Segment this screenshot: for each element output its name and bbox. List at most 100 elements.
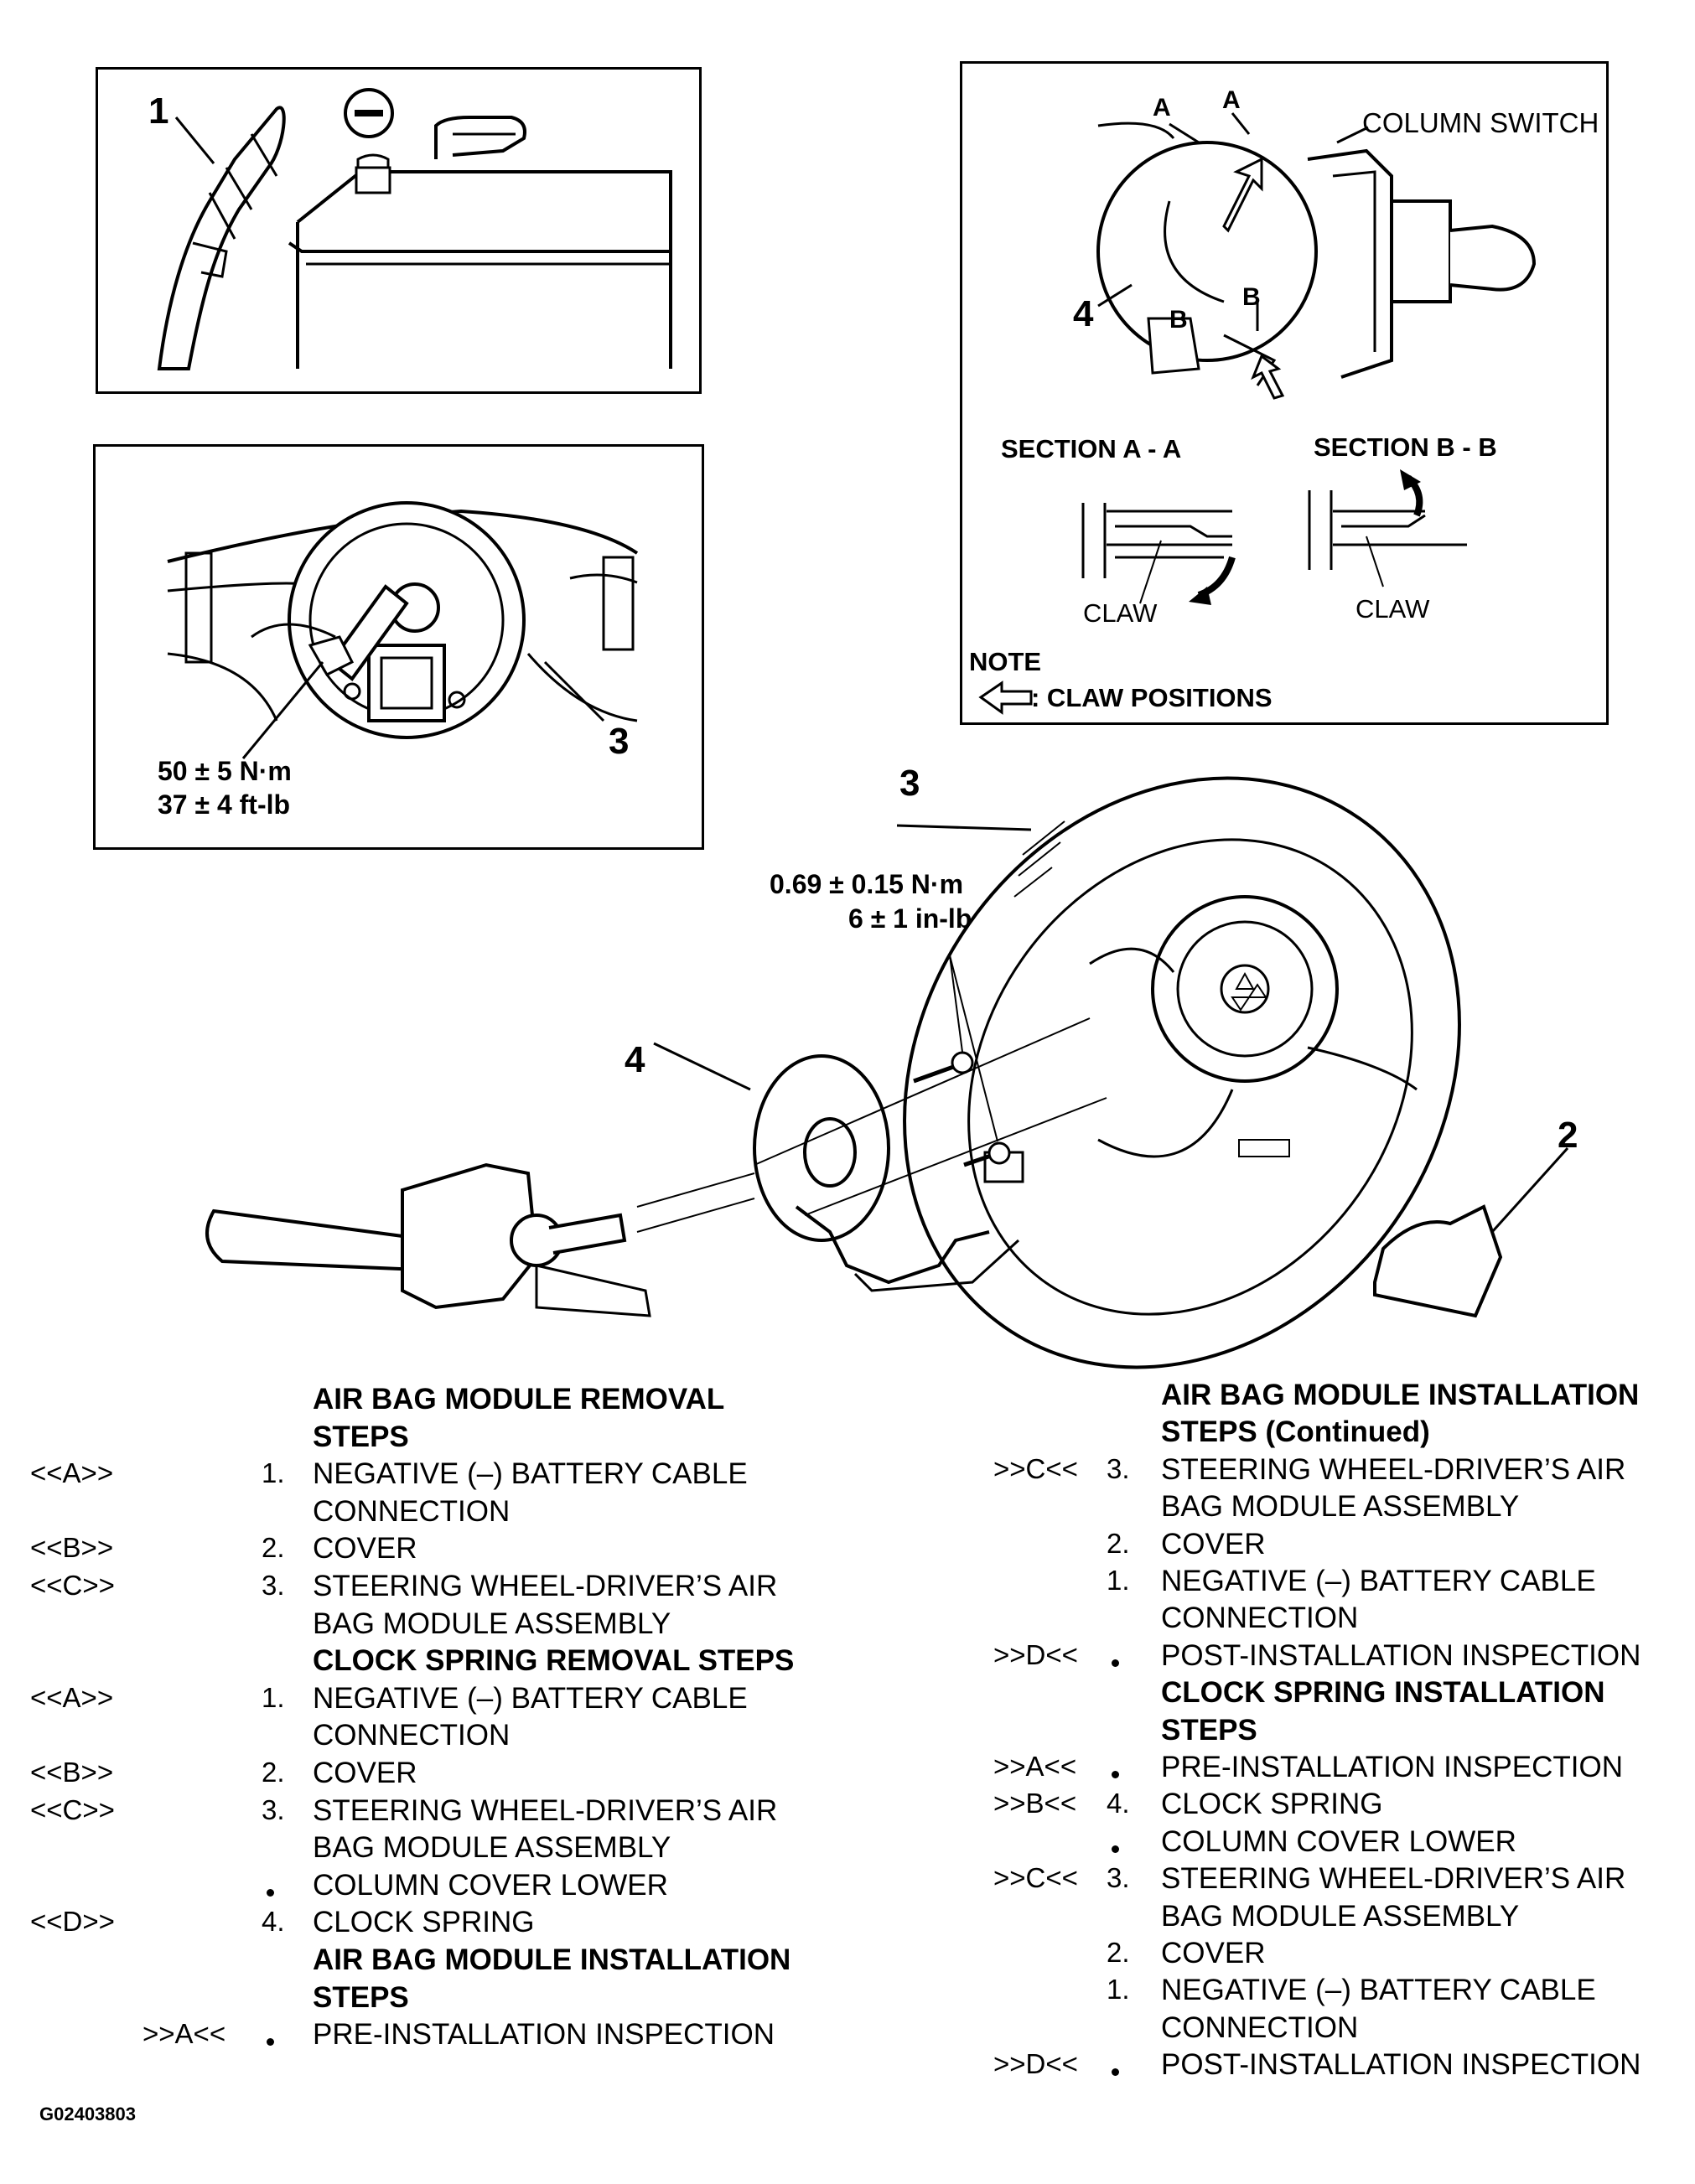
step-number: 4. xyxy=(1107,1788,1130,1819)
step-text: COLUMN COVER LOWER xyxy=(313,1868,668,1902)
step-text: STEERING WHEEL-DRIVER’S AIR xyxy=(1161,1452,1626,1486)
step-text: POST-INSTALLATION INSPECTION xyxy=(1161,1638,1641,1672)
step-text: STEERING WHEEL-DRIVER’S AIR xyxy=(1161,1862,1626,1896)
inset-battery xyxy=(96,67,702,394)
step-text: CONNECTION xyxy=(1161,1602,1359,1635)
step-number: 2. xyxy=(262,1532,285,1564)
step-text: STEERING WHEEL-DRIVER’S AIR xyxy=(313,1570,778,1602)
step-text: COLUMN COVER LOWER xyxy=(1161,1824,1516,1858)
step-text: NEGATIVE (–) BATTERY CABLE xyxy=(313,1457,748,1491)
step-text: CONNECTION xyxy=(313,1494,511,1528)
section-heading: CLOCK SPRING REMOVAL STEPS xyxy=(313,1644,795,1678)
claw-label-1: CLAW xyxy=(1083,598,1158,628)
screw-torque-nm: 0.69 ± 0.15 N·m xyxy=(770,869,964,899)
step-text: POST-INSTALLATION INSPECTION xyxy=(1161,2048,1641,2082)
step-number: 3. xyxy=(1107,1452,1130,1484)
bullet-icon xyxy=(267,2038,274,2047)
step-text: COVER xyxy=(1161,1937,1266,1969)
step-text: NEGATIVE (–) BATTERY CABLE xyxy=(1161,1974,1596,2007)
step-number: 2. xyxy=(1107,1527,1130,1559)
section-heading: STEPS (Continued) xyxy=(1161,1415,1430,1449)
step-text: CLOCK SPRING xyxy=(313,1906,535,1939)
step-text: BAG MODULE ASSEMBLY xyxy=(313,1831,671,1865)
callout-4-main: 4 xyxy=(625,1039,645,1080)
section-heading: AIR BAG MODULE INSTALLATION xyxy=(1161,1379,1640,1411)
step-reference: >>A<< xyxy=(143,2018,226,2050)
claw-positions-label: : CLAW POSITIONS xyxy=(1031,683,1273,712)
torque-nm-label: 50 ± 5 N·m xyxy=(158,756,292,786)
step-text: PRE-INSTALLATION INSPECTION xyxy=(313,2018,775,2052)
bullet-icon xyxy=(1112,1659,1119,1667)
step-text: NEGATIVE (–) BATTERY CABLE xyxy=(313,1681,748,1715)
step-text: BAG MODULE ASSEMBLY xyxy=(313,1607,671,1640)
section-heading: AIR BAG MODULE REMOVAL xyxy=(313,1383,725,1415)
screw-torque-inlb: 6 ± 1 in-lb xyxy=(848,903,972,934)
step-reference: >>A<< xyxy=(993,1751,1077,1782)
callout-3-main: 3 xyxy=(899,763,920,804)
section-bb-label: SECTION B - B xyxy=(1314,432,1497,462)
step-reference: >>D<< xyxy=(993,2048,1078,2080)
callout-2: 2 xyxy=(1558,1115,1578,1156)
step-text: STEERING WHEEL-DRIVER’S AIR xyxy=(313,1793,778,1827)
section-heading: CLOCK SPRING INSTALLATION xyxy=(1161,1676,1605,1710)
bullet-icon xyxy=(267,1888,274,1897)
step-number: 1. xyxy=(262,1681,285,1713)
section-heading: STEPS xyxy=(313,1420,409,1453)
inset-clock-spring xyxy=(960,61,1609,725)
step-number: 1. xyxy=(262,1457,285,1489)
torque-ftlb-label: 37 ± 4 ft-lb xyxy=(158,789,291,820)
step-number: 4. xyxy=(262,1906,285,1938)
step-text: BAG MODULE ASSEMBLY xyxy=(1161,1490,1520,1524)
section-aa-label: SECTION A - A xyxy=(1001,434,1182,463)
b-label-left: B xyxy=(1169,306,1188,334)
step-number: 3. xyxy=(262,1793,285,1825)
step-reference: <<D>> xyxy=(30,1906,115,1938)
step-number: 1. xyxy=(1107,1974,1130,2005)
section-heading: AIR BAG MODULE INSTALLATION xyxy=(313,1943,791,1976)
figure-id: G02403803 xyxy=(39,2104,136,2124)
step-text: CLOCK SPRING xyxy=(1161,1788,1383,1821)
section-heading: STEPS xyxy=(1161,1713,1257,1747)
step-reference: <<A>> xyxy=(30,1457,114,1489)
step-reference: <<C>> xyxy=(30,1570,115,1601)
callout-3-inset: 3 xyxy=(609,721,630,762)
step-text: COVER xyxy=(1161,1527,1266,1560)
claw-label-2: CLAW xyxy=(1355,594,1430,624)
step-number: 3. xyxy=(262,1570,285,1601)
callout-4-inset: 4 xyxy=(1073,293,1094,334)
step-text: NEGATIVE (–) BATTERY CABLE xyxy=(1161,1565,1596,1597)
step-reference: <<B>> xyxy=(30,1532,114,1564)
step-number: 2. xyxy=(262,1757,285,1788)
step-number: 2. xyxy=(1107,1937,1130,1968)
a-label-left: A xyxy=(1153,94,1171,122)
callout-1: 1 xyxy=(148,91,169,132)
step-reference: <<B>> xyxy=(30,1757,114,1788)
step-text: CONNECTION xyxy=(1161,2011,1359,2044)
a-label-right: A xyxy=(1222,86,1241,114)
note-label: NOTE xyxy=(969,647,1042,676)
step-reference: <<C>> xyxy=(30,1793,115,1825)
step-text: BAG MODULE ASSEMBLY xyxy=(1161,1899,1520,1933)
section-heading: STEPS xyxy=(313,1980,409,2014)
step-number: 1. xyxy=(1107,1565,1130,1596)
step-reference: >>B<< xyxy=(993,1788,1077,1819)
step-reference: >>C<< xyxy=(993,1452,1078,1484)
step-text: PRE-INSTALLATION INSPECTION xyxy=(1161,1751,1624,1783)
b-label-right: B xyxy=(1242,283,1261,311)
step-text: COVER xyxy=(313,1757,417,1789)
step-reference: <<A>> xyxy=(30,1681,114,1713)
step-reference: >>D<< xyxy=(993,1638,1078,1670)
bullet-icon xyxy=(1112,2068,1119,2077)
bullet-icon xyxy=(1112,1771,1119,1778)
step-text: COVER xyxy=(313,1532,417,1566)
step-number: 3. xyxy=(1107,1862,1130,1894)
step-text: CONNECTION xyxy=(313,1719,511,1752)
column-switch-label: COLUMN SWITCH xyxy=(1362,107,1599,138)
step-reference: >>C<< xyxy=(993,1862,1078,1894)
bullet-icon xyxy=(1112,1845,1119,1853)
